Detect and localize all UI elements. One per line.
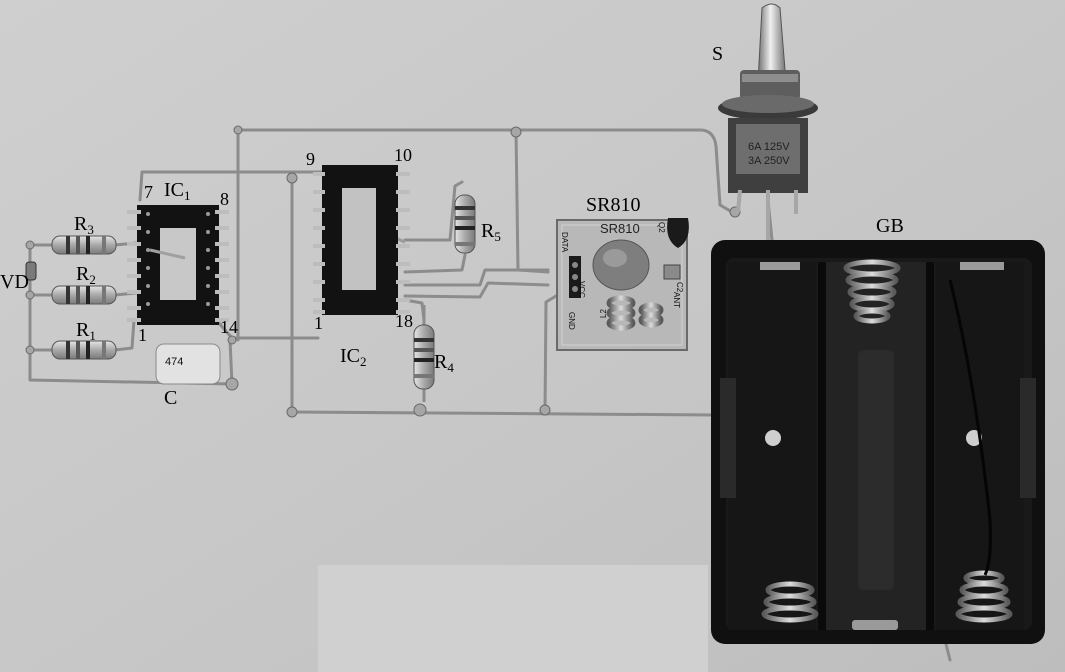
module-ant: ANT [672,292,681,308]
label-r1: R1 [76,319,96,343]
ic1-pin1-label: 1 [138,325,147,345]
ic2-pin9-label: 9 [306,149,315,169]
module-c2: C2 [675,282,684,293]
label-ic1: IC1 [164,179,191,203]
capacitor-c [155,343,221,385]
ic1-pin7-label: 7 [144,182,153,202]
module-data-pin: DATA [560,232,569,253]
resistor-r5 [454,194,476,254]
ic2-pin18-label: 18 [395,311,413,331]
module-l2: L2 [599,309,608,318]
label-ic2: IC2 [340,345,367,369]
resistor-r1 [51,340,117,360]
label-c: C [164,387,178,409]
toggle-switch: 6A 125V 3A 250V [718,3,818,240]
capacitor-code: 474 [165,356,184,368]
resistor-r4 [413,305,435,402]
ic1-pin14-label: 14 [220,317,238,337]
ic2-pin10-label: 10 [394,145,412,165]
ic2-socket [313,165,410,315]
module-vcc-pin: VCC [577,281,586,298]
module-gnd-pin: GND [567,312,576,330]
battery-holder [711,240,1045,644]
svg-text:3A 250V: 3A 250V [748,155,790,167]
label-battery: GB [876,215,904,237]
ic2-pin1-label: 1 [314,313,323,333]
resistor-r2 [51,285,117,305]
label-sr810: SR810 [586,194,641,216]
module-q2: Q2 [657,222,666,233]
label-r5: R5 [481,220,501,244]
label-r4: R4 [434,351,454,375]
ic1-pin8-label: 8 [220,189,229,209]
label-switch: S [712,43,724,65]
sr810-module [556,218,689,351]
label-vd: VD [0,271,29,293]
label-r3: R3 [74,213,94,237]
ic1-socket [127,205,229,325]
module-print: SR810 [600,221,640,236]
resistor-r3 [51,235,117,255]
svg-text:6A 125V: 6A 125V [748,141,790,153]
label-r2: R2 [76,263,96,287]
